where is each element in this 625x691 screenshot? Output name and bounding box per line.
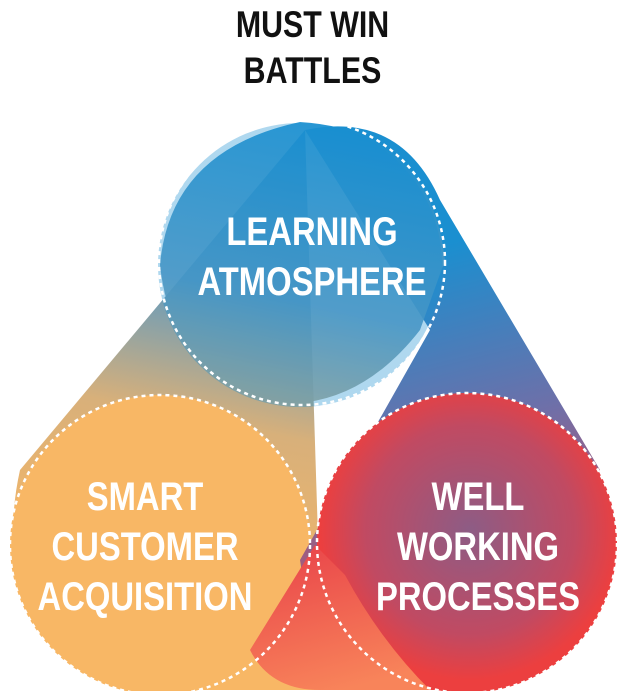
- left-label-line-1: SMART: [87, 474, 204, 519]
- top-label-line-1: LEARNING: [226, 209, 397, 254]
- top-circle-outline: [157, 117, 447, 407]
- left-label-line-3: ACQUISITION: [38, 574, 253, 619]
- right-label-line-1: WELL: [432, 474, 525, 519]
- title-line-1: MUST WIN: [235, 4, 390, 45]
- smart-customer-acquisition-label: SMART CUSTOMER ACQUISITION: [38, 474, 253, 619]
- top-lobe: [158, 122, 445, 407]
- right-label-line-2: WORKING: [397, 524, 559, 569]
- bottom-wedge: [250, 545, 430, 690]
- left-label-line-2: CUSTOMER: [51, 524, 238, 569]
- top-label-line-2: ATMOSPHERE: [198, 259, 427, 304]
- diagram-title: MUST WIN BATTLES: [56, 2, 569, 94]
- left-circle-outline: [8, 393, 312, 691]
- right-circle-outline: [315, 391, 619, 691]
- right-label-line-3: PROCESSES: [376, 574, 580, 619]
- learning-atmosphere-label: LEARNING ATMOSPHERE: [198, 209, 427, 304]
- right-lobe: [300, 126, 617, 691]
- well-working-processes-label: WELL WORKING PROCESSES: [376, 474, 580, 619]
- title-line-2: BATTLES: [243, 50, 382, 91]
